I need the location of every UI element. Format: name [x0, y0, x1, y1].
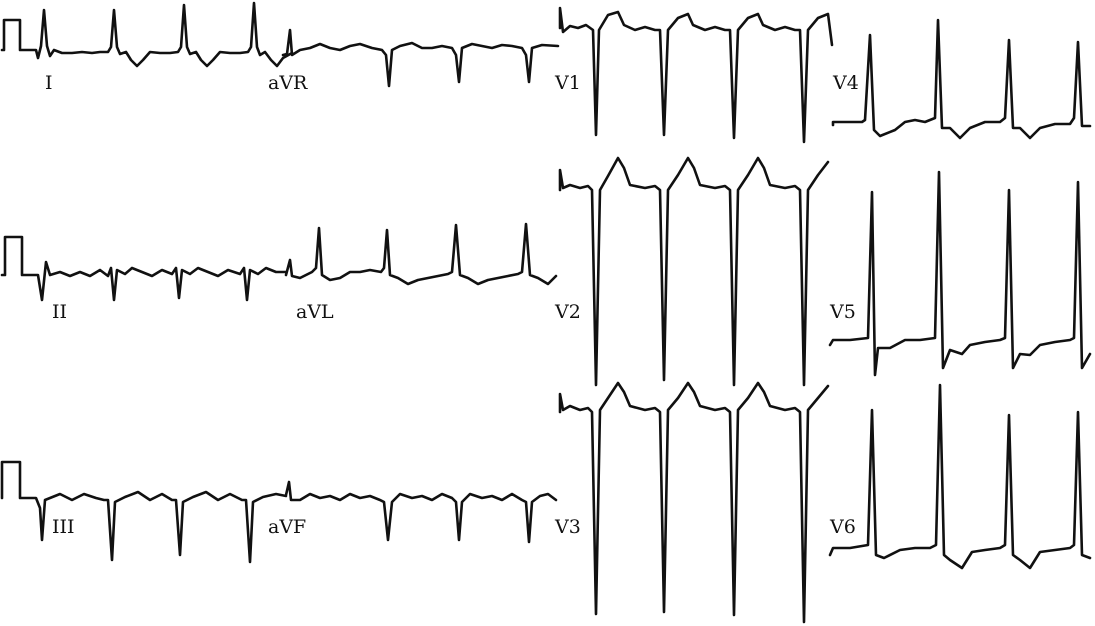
trace-lead-v6	[828, 383, 1092, 570]
lead-label-ii: II	[52, 301, 67, 323]
lead-label-iii: III	[52, 516, 75, 538]
lead-label-avf: aVF	[268, 516, 306, 538]
lead-label-v1: V1	[554, 72, 581, 94]
trace-lead-avr	[281, 28, 560, 88]
lead-label-avr: aVR	[268, 72, 308, 94]
trace-lead-avl	[284, 222, 558, 286]
trace-lead-avf	[284, 480, 558, 544]
lead-label-v5: V5	[829, 301, 856, 323]
lead-label-v6: V6	[829, 516, 856, 538]
lead-label-i: I	[45, 72, 53, 94]
trace-lead-iii	[0, 460, 288, 564]
lead-label-avl: aVL	[296, 301, 334, 323]
trace-lead-ii	[0, 235, 288, 302]
lead-label-v4: V4	[832, 72, 859, 94]
lead-label-v3: V3	[554, 516, 581, 538]
trace-lead-v4	[831, 18, 1092, 140]
trace-lead-i	[0, 1, 294, 68]
trace-lead-v5	[828, 170, 1092, 377]
trace-lead-v3	[558, 381, 830, 624]
trace-lead-v2	[558, 156, 830, 387]
trace-lead-v1	[558, 6, 834, 144]
lead-label-v2: V2	[554, 301, 581, 323]
